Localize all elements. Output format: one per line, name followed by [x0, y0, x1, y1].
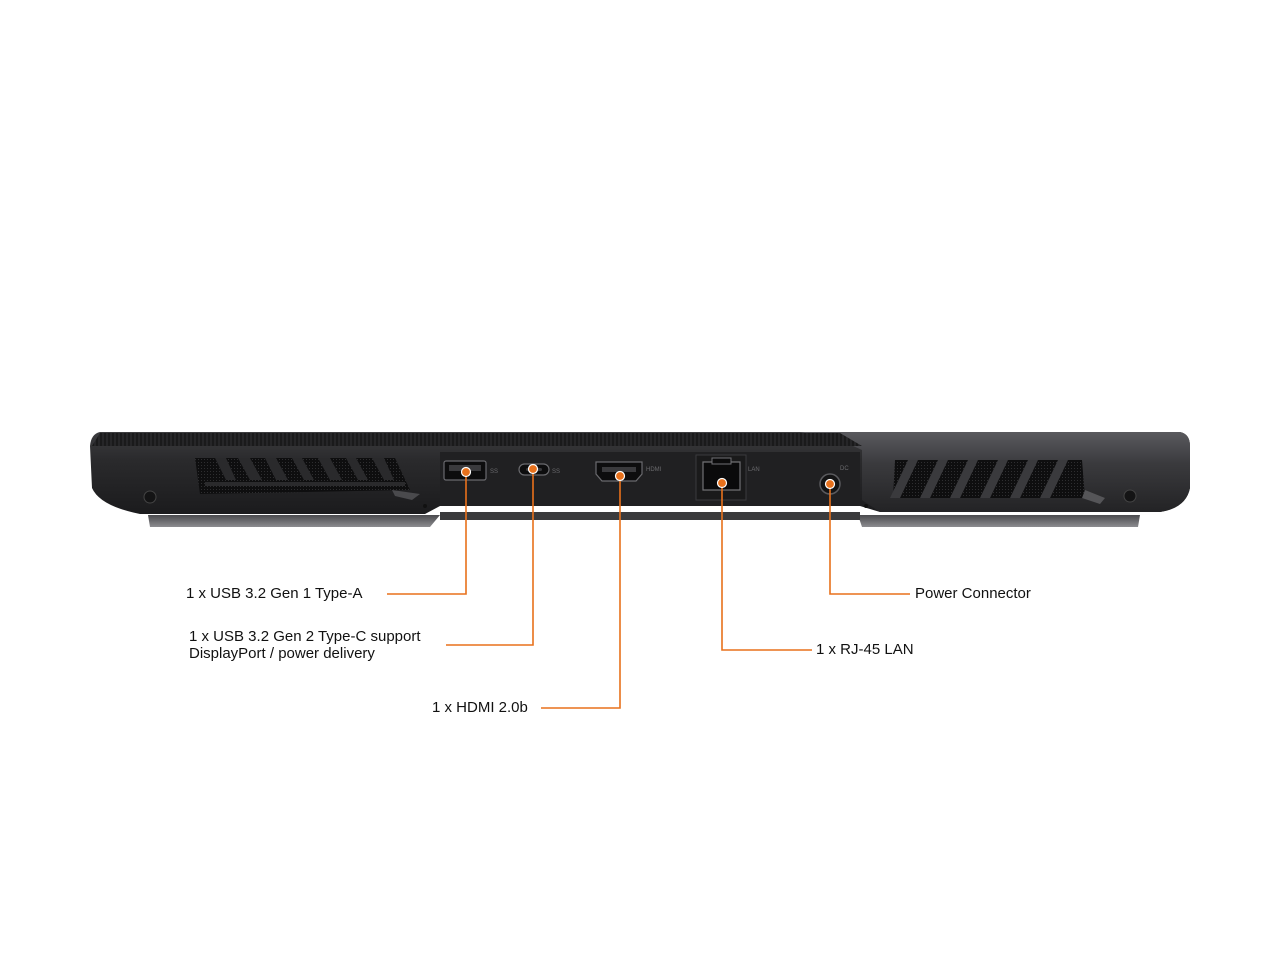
- dot-lan: [716, 477, 728, 489]
- chassis-base-center: [440, 512, 860, 520]
- dot-usb-c: [527, 463, 539, 475]
- chassis-base: [148, 515, 440, 527]
- left-vent-slats: [205, 458, 405, 486]
- svg-text:SS: SS: [490, 469, 498, 475]
- rj45-port: LAN: [695, 454, 760, 501]
- left-foot-screw: [143, 490, 157, 504]
- usb-a-label: 1 x USB 3.2 Gen 1 Type-A: [186, 585, 362, 602]
- usb-c-label-line1: 1 x USB 3.2 Gen 2 Type-C support: [189, 628, 421, 645]
- leader-usb-c: [446, 469, 534, 646]
- leader-power: [829, 484, 910, 595]
- leader-dots: [460, 463, 836, 490]
- dot-usb-a: [460, 466, 472, 478]
- lan-label-text: 1 x RJ-45 LAN: [816, 641, 914, 658]
- svg-text:LAN: LAN: [748, 467, 760, 473]
- right-foot-screw: [1123, 489, 1137, 503]
- usb-a-label-text: 1 x USB 3.2 Gen 1 Type-A: [186, 585, 363, 602]
- small-screw-right: [864, 504, 868, 508]
- power-label: Power Connector: [915, 585, 1031, 602]
- usb-c-label: 1 x USB 3.2 Gen 2 Type-C support Display…: [189, 628, 421, 662]
- dot-hdmi: [614, 470, 626, 482]
- left-vent-trim: [392, 490, 420, 500]
- svg-text:HDMI: HDMI: [646, 467, 662, 473]
- leader-lan: [721, 483, 812, 651]
- leader-hdmi: [541, 476, 621, 709]
- port-panel: [440, 452, 860, 506]
- leader-lines: [387, 469, 910, 709]
- svg-text:DC: DC: [840, 466, 849, 472]
- right-vent-trim: [1082, 490, 1105, 504]
- power-label-text: Power Connector: [915, 585, 1031, 602]
- svg-text:SS: SS: [552, 469, 560, 475]
- leader-usb-a: [387, 472, 467, 595]
- usb-c-label-line2: DisplayPort / power delivery: [189, 645, 375, 662]
- chassis-base-right: [858, 515, 1140, 527]
- small-screw: [423, 504, 427, 508]
- right-vent-slats: [890, 460, 1068, 498]
- lan-label: 1 x RJ-45 LAN: [816, 641, 914, 658]
- dot-power: [824, 478, 836, 490]
- hdmi-label-text: 1 x HDMI 2.0b: [432, 699, 528, 716]
- hdmi-label: 1 x HDMI 2.0b: [432, 699, 528, 716]
- chassis-ribs: [92, 433, 862, 446]
